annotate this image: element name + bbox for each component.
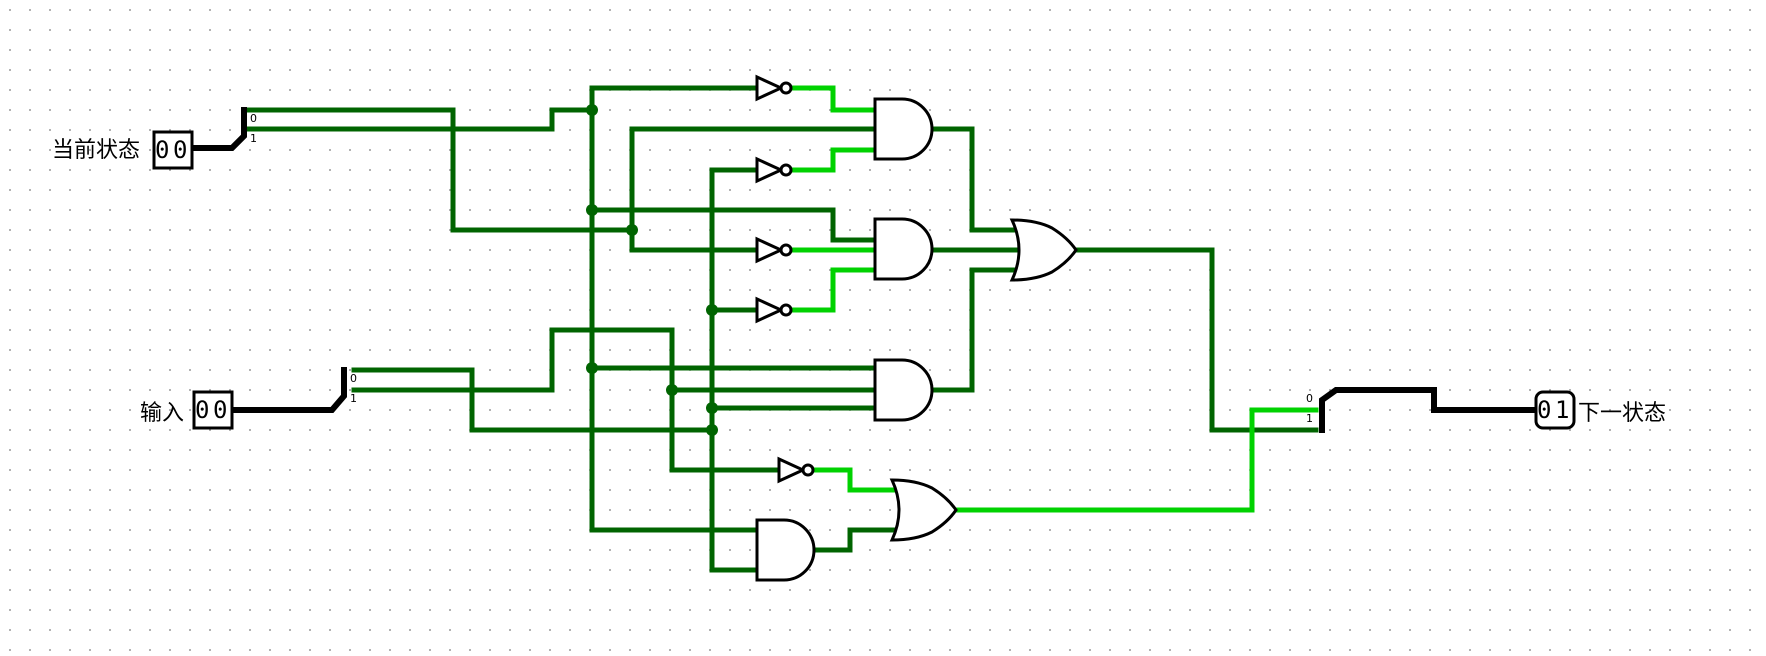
not-gate[interactable] <box>755 74 793 102</box>
splitter-pin-1: 1 <box>350 392 357 405</box>
bus-output <box>1319 387 1539 433</box>
wire-not2-and1 <box>791 147 878 173</box>
wires-low <box>241 85 1319 573</box>
input-box[interactable] <box>192 390 234 430</box>
input-label: 输入 <box>140 401 184 426</box>
and-gate[interactable] <box>873 358 934 422</box>
or-gates[interactable] <box>889 218 1078 542</box>
state-input-pin[interactable]: 当前状态 0 0 <box>52 130 194 170</box>
junction <box>586 104 598 116</box>
wire-trunk-b <box>629 126 878 253</box>
bus-state <box>189 107 247 151</box>
state-input-bit0: 0 <box>173 136 187 164</box>
junction <box>706 304 718 316</box>
wire-and1-or1 <box>927 126 1020 233</box>
wire-state-bit1 <box>241 107 595 132</box>
not-gate[interactable] <box>755 156 793 184</box>
buses <box>189 107 1539 433</box>
junction <box>706 424 718 436</box>
output-bit0: 1 <box>1555 396 1569 424</box>
output-box[interactable] <box>1534 390 1576 430</box>
and-gate[interactable] <box>873 97 934 161</box>
wire-and3-or1 <box>927 267 1020 393</box>
junction <box>586 204 598 216</box>
next-state-output-pin[interactable]: 0 1 下一状态 <box>1534 390 1666 430</box>
state-input-bit1: 0 <box>155 136 169 164</box>
wire-trunk-a <box>589 85 760 533</box>
wires-high <box>791 85 1319 513</box>
state-input-label: 当前状态 <box>52 138 140 163</box>
junction <box>586 362 598 374</box>
splitter-pin-0: 0 <box>350 372 357 385</box>
wire-input-bit0 <box>351 367 715 433</box>
or-gate[interactable] <box>1009 218 1078 282</box>
output-bit1: 0 <box>1537 396 1551 424</box>
splitter-pin-1: 1 <box>1306 412 1313 425</box>
wire-not4-and2 <box>791 267 878 313</box>
junction <box>626 224 638 236</box>
output-label: 下一状态 <box>1578 401 1666 426</box>
splitter-pin-0: 0 <box>1306 392 1313 405</box>
junction <box>666 384 678 396</box>
wire-not5-or2 <box>813 467 900 493</box>
input-bit0: 0 <box>213 396 227 424</box>
wire-trunk-c <box>709 167 760 573</box>
bus-input <box>229 367 347 413</box>
not-gate[interactable] <box>755 236 793 264</box>
not-gate[interactable] <box>777 456 815 484</box>
splitter-pin-1: 1 <box>250 132 257 145</box>
junction <box>706 402 718 414</box>
or-gate[interactable] <box>889 478 958 542</box>
wire-and4-or2 <box>809 527 900 553</box>
wire-state-bit0 <box>241 107 633 233</box>
splitter-pin-labels: 0 1 0 1 0 1 <box>250 112 1313 425</box>
wire-not1-and1 <box>791 85 878 113</box>
input-pin[interactable]: 输入 0 0 <box>140 390 234 430</box>
and-gate[interactable] <box>873 217 934 281</box>
wire-or1-out <box>1069 247 1319 433</box>
junctions <box>586 104 718 436</box>
wire-or2-out <box>949 407 1319 513</box>
state-input-box[interactable] <box>152 130 194 170</box>
and-gates[interactable] <box>755 97 934 582</box>
wire-input-bit1 <box>351 327 782 473</box>
not-gates[interactable] <box>755 74 815 484</box>
and-gate[interactable] <box>755 518 816 582</box>
not-gate[interactable] <box>755 296 793 324</box>
input-bit1: 0 <box>195 396 209 424</box>
splitter-pin-0: 0 <box>250 112 257 125</box>
